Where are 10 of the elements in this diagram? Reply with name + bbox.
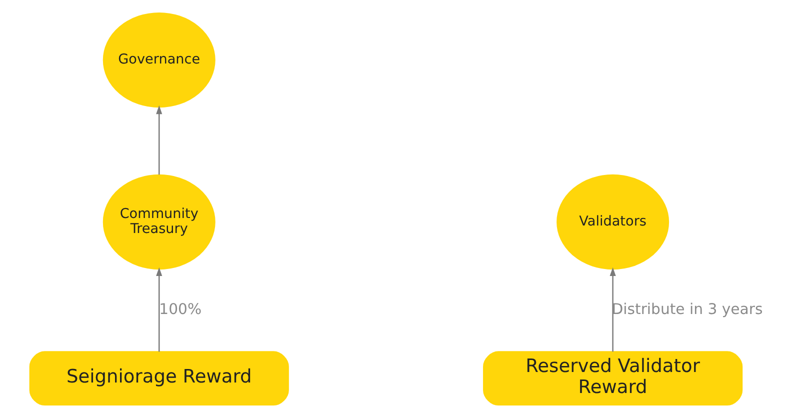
arrow bbox=[609, 267, 616, 352]
node-ellipse: Validators bbox=[556, 174, 669, 270]
node-ellipse: Community Treasury bbox=[102, 174, 215, 270]
edge-label: Distribute in 3 years bbox=[611, 301, 762, 318]
arrow bbox=[156, 267, 162, 352]
edge-label: 100% bbox=[158, 301, 202, 318]
node-box: Seigniorage Reward bbox=[28, 351, 288, 406]
node-box: Reserved Validator Reward bbox=[482, 351, 742, 406]
node-ellipse: Governance bbox=[102, 12, 215, 108]
arrow bbox=[156, 105, 162, 175]
